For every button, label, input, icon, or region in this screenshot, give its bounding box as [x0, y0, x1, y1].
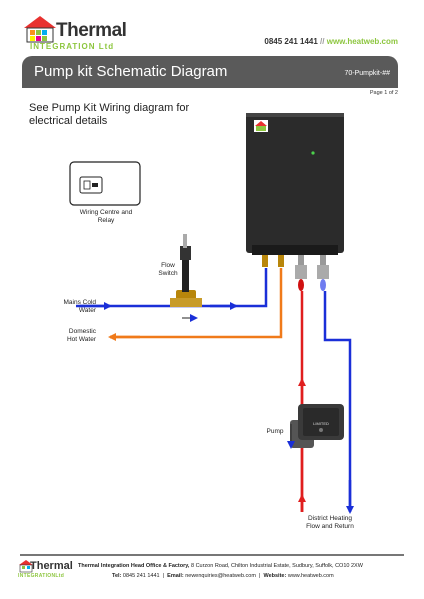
cold-pipe [76, 268, 268, 308]
svg-text:LIMITED: LIMITED [313, 421, 329, 426]
mains-cold-label: Mains Cold Water [63, 299, 96, 314]
page-number: Page 1 of 2 [369, 90, 398, 96]
footer-logo: Thermal INTEGRATIONLtd [18, 557, 76, 583]
footer-house-logo-icon [19, 560, 33, 573]
header-phone: 0845 241 1441 [264, 37, 318, 46]
title-banner [22, 56, 398, 88]
wiring-centre-label: Wiring Centre and Relay [79, 209, 133, 224]
footer-address: Thermal Integration Head Office & Factor… [78, 563, 363, 569]
footer-logo-subword: INTEGRATIONLtd [18, 573, 65, 579]
pump-icon: LIMITED [287, 404, 344, 449]
wiring-note: See Pump Kit Wiring diagram for electric… [29, 102, 190, 127]
pump-kit-unit [246, 113, 344, 255]
page-title: Pump kit Schematic Diagram [34, 63, 228, 80]
hot-pipe [110, 268, 283, 339]
flow-switch-icon [170, 234, 202, 322]
house-logo-icon [24, 16, 56, 43]
header-logo: Thermal INTEGRATION Ltd [22, 10, 142, 52]
header-separator: // [320, 37, 325, 46]
footer-tel: 0845 241 1441 [122, 573, 160, 579]
footer-website-link[interactable]: www.heatweb.com [287, 573, 334, 579]
header-website-link[interactable]: www.heatweb.com [326, 37, 398, 46]
document-code: 70-Pumpkit-## [344, 70, 390, 77]
logo-subword: INTEGRATION Ltd [30, 42, 115, 51]
heating-return-pipe [323, 291, 352, 510]
domestic-hot-label: Domestic Hot Water [66, 328, 96, 343]
district-heating-label: District Heating Flow and Return [306, 515, 354, 530]
logo-word: Thermal [56, 20, 127, 41]
footer-contact: Tel: 0845 241 1441 | Email: newenquiries… [112, 573, 334, 579]
wiring-centre-icon [69, 161, 141, 206]
footer-logo-word: Thermal [30, 560, 73, 572]
unit-fittings [262, 255, 329, 291]
flow-switch-label: Flow Switch [158, 262, 178, 277]
footer-email-link[interactable]: newenquiries@heatweb.com [185, 573, 256, 579]
pump-label: Pump [266, 428, 284, 435]
header-contact: 0845 241 1441 // www.heatweb.com [264, 37, 398, 46]
footer-rule [20, 554, 404, 556]
